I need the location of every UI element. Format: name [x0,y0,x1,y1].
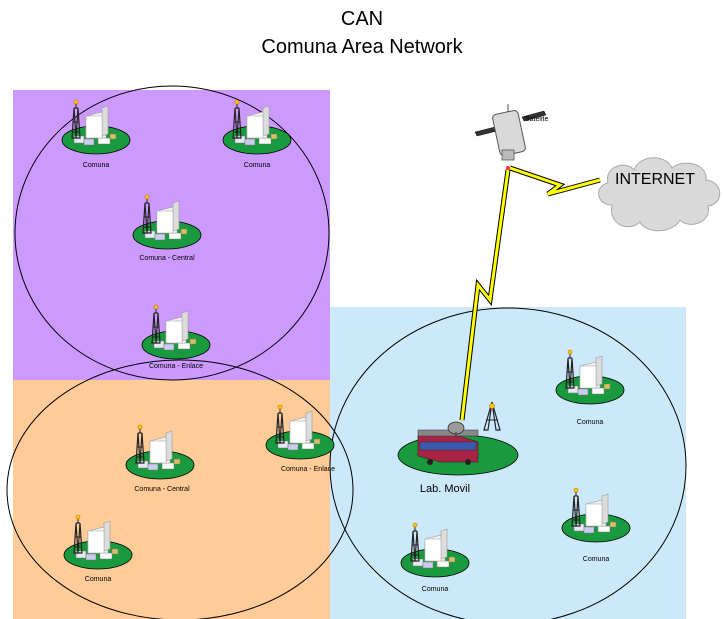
satellite-label: Satelite [525,116,548,123]
node-label: Comuna [244,162,271,169]
blue-coverage-circle [329,307,687,619]
node-label: Comuna - Enlace [281,466,335,473]
mobile-lab-label: Lab. Movil [420,483,470,495]
node-label: Comuna - Central [139,255,195,262]
node-label: Comuna [83,162,110,169]
node-label: Comuna [577,419,604,426]
satellite-link [460,169,510,421]
node-label: Comuna - Central [134,486,190,493]
diagram-subtitle: Comuna Area Network [261,36,463,58]
satellite-icon [474,104,547,170]
purple-coverage-circle [14,85,330,381]
node-label: Comuna [422,586,449,593]
mobile-lab-icon [397,401,519,476]
orange-coverage-circle [6,359,354,619]
node-label: Comuna [583,556,610,563]
internet-link [509,166,601,196]
node-label: Comuna - Enlace [149,363,203,370]
cloud-icon [598,157,721,232]
internet-label: INTERNET [615,171,695,188]
diagram-title: CAN [340,8,384,30]
node-label: Comuna [85,576,112,583]
